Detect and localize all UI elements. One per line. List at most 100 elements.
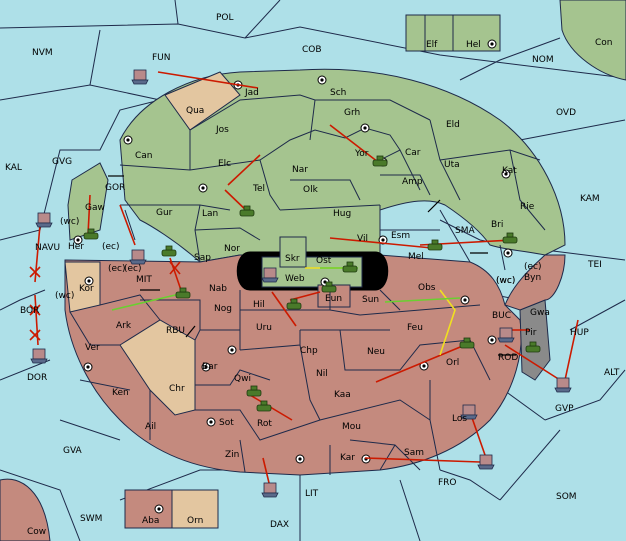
land-label: Mel xyxy=(408,252,424,262)
land-label: Orl xyxy=(446,358,459,368)
land-label: Qwi xyxy=(234,374,251,384)
fleet-unit xyxy=(129,249,147,265)
army-unit xyxy=(161,245,177,257)
army-unit xyxy=(175,287,191,299)
coast-label: (ec) xyxy=(124,264,142,274)
land-label: Sap xyxy=(194,253,211,263)
land-label: Chr xyxy=(169,384,185,394)
sea-label: BOR xyxy=(20,306,39,316)
land-label: Vil xyxy=(357,234,368,244)
sea-labels: POL NVM FUN COB NOM Con OVD KAL GVG KAM … xyxy=(5,13,620,537)
territory-orn[interactable] xyxy=(171,489,219,529)
land-label: Aba xyxy=(142,516,159,526)
land-label: Grh xyxy=(344,108,360,118)
land-label: Feu xyxy=(407,323,423,333)
land-label: Olk xyxy=(303,185,319,195)
fleet-unit xyxy=(30,348,48,364)
land-label: Eld xyxy=(446,120,460,130)
land-label: Can xyxy=(135,151,153,161)
army-unit xyxy=(239,205,255,217)
land-label: Obs xyxy=(418,283,436,293)
land-label: Car xyxy=(405,148,421,158)
sea-label: NAVU xyxy=(35,243,60,253)
sea-label: MIT xyxy=(136,275,152,285)
land-label: Bar xyxy=(202,362,218,372)
land-label: Sam xyxy=(404,448,424,458)
land-label: Ost xyxy=(316,256,332,266)
sea-label: FUN xyxy=(152,53,171,63)
land-label: Esm xyxy=(391,231,410,241)
army-unit xyxy=(246,385,262,397)
sea-label: GOR xyxy=(105,183,125,193)
land-label: Web xyxy=(285,274,305,284)
land-label: Ver xyxy=(85,343,100,353)
coast-label: (wc) xyxy=(496,276,515,286)
fleet-unit xyxy=(131,69,149,85)
territory-gaw[interactable] xyxy=(67,162,109,241)
sea-label: Cow xyxy=(27,527,46,537)
supply-centers xyxy=(73,39,513,514)
green-region[interactable] xyxy=(119,68,566,263)
territory-skr[interactable] xyxy=(279,236,307,268)
land-label: Zin xyxy=(225,450,239,460)
territory-elf-box[interactable] xyxy=(424,14,454,52)
army-unit xyxy=(459,337,475,349)
fleet-unit xyxy=(261,482,279,498)
land-label: Nog xyxy=(214,304,232,314)
sea-label: DOR xyxy=(27,373,47,383)
army-unit xyxy=(286,298,302,310)
army-unit xyxy=(256,400,272,412)
land-label: Sch xyxy=(330,88,346,98)
army-unit xyxy=(427,239,443,251)
army-unit xyxy=(372,155,388,167)
coast-label: (wc) xyxy=(496,276,515,286)
sea-label: SWM xyxy=(80,514,102,524)
land-label: Amp xyxy=(402,177,423,187)
land-label: Elc xyxy=(218,159,231,169)
sea-label: FRO xyxy=(438,478,457,488)
fleet-unit xyxy=(261,267,279,283)
sea-label: HUP xyxy=(570,328,589,338)
land-label: Rot xyxy=(257,419,272,429)
land-label: Pir xyxy=(525,328,537,338)
sea-label: TEI xyxy=(587,260,602,270)
land-label: Eun xyxy=(325,294,342,304)
land-label: Kaa xyxy=(334,390,351,400)
land-label: Her xyxy=(68,242,84,252)
land-label: Skr xyxy=(285,254,300,264)
land-label: Ail xyxy=(145,422,156,432)
sea-label: SMA xyxy=(455,226,475,236)
sea-label: ALT xyxy=(604,368,620,378)
army-unit xyxy=(502,232,518,244)
sea-label: RBU xyxy=(166,326,185,336)
land-label: Hel xyxy=(466,40,481,50)
land-label: Qua xyxy=(186,106,204,116)
land-label: Kat xyxy=(502,166,517,176)
sea-label: OVD xyxy=(556,108,576,118)
land-label: Jos xyxy=(215,125,229,135)
land-label: Chp xyxy=(300,346,318,356)
sea-label: BUC xyxy=(492,311,511,321)
coast-label: (wc) xyxy=(55,291,74,301)
sea-label: DAX xyxy=(270,520,289,530)
coast-label: (wc) xyxy=(60,217,79,227)
land-label: Gaw xyxy=(85,203,105,213)
land-label: Uta xyxy=(444,160,460,170)
land-label: Sun xyxy=(362,295,379,305)
land-label: Gwa xyxy=(530,308,550,318)
army-unit xyxy=(83,228,99,240)
land-label: Gur xyxy=(156,208,173,218)
fleet-unit xyxy=(554,377,572,393)
territory-gwa[interactable] xyxy=(504,254,566,311)
land-label: Lan xyxy=(202,209,218,219)
land-label: Rie xyxy=(520,202,535,212)
land-label: Neu xyxy=(367,347,385,357)
coast-label: (ec) xyxy=(108,264,126,274)
land-label: Bri xyxy=(491,220,503,230)
land-label: Orn xyxy=(187,516,203,526)
land-label: Uru xyxy=(256,323,272,333)
army-unit xyxy=(342,261,358,273)
land-label: Tel xyxy=(252,184,265,194)
sea-label: COB xyxy=(302,45,322,55)
sea-label: POL xyxy=(216,13,234,23)
